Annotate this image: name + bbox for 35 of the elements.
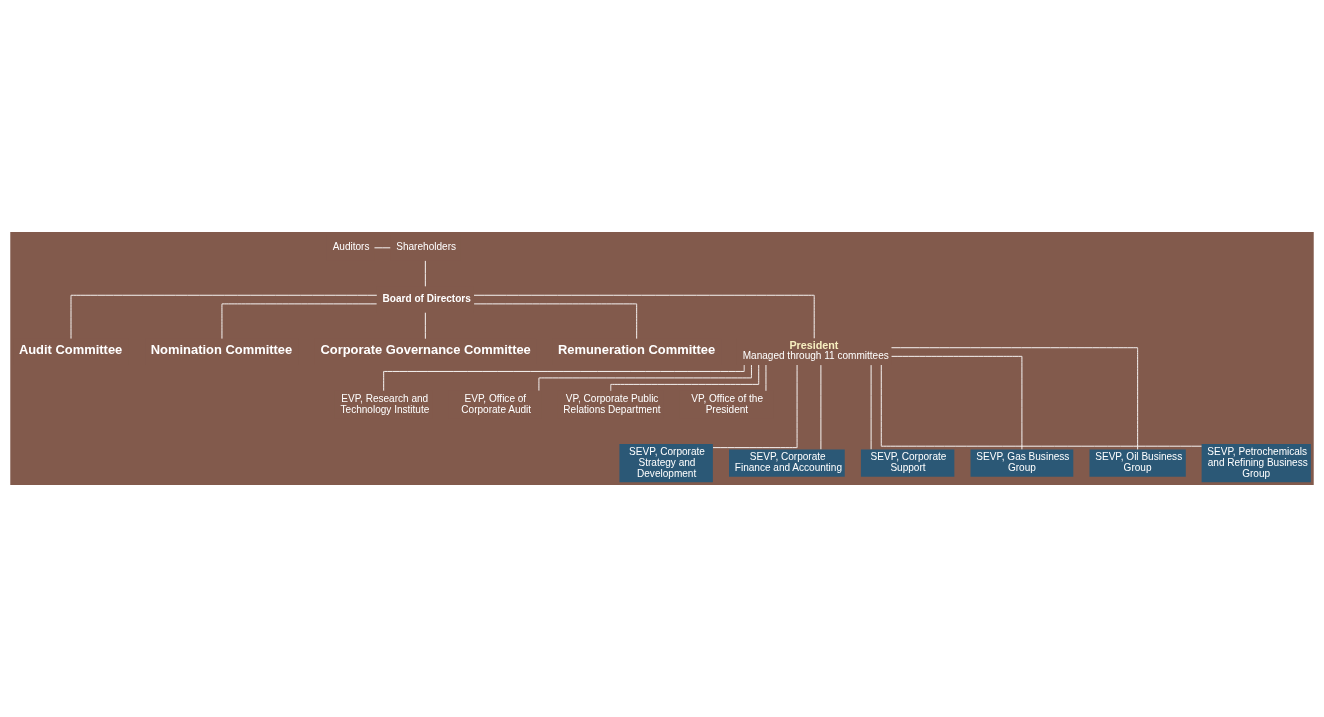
node-box: SEVP, Corporate Strategy and Development xyxy=(619,444,713,483)
connector xyxy=(870,364,872,450)
node-text: Corporate Governance Committee xyxy=(320,342,531,358)
node-text: Nomination Committee xyxy=(150,342,293,358)
connector xyxy=(473,303,638,340)
connector xyxy=(765,364,767,392)
connector xyxy=(712,364,798,449)
connector xyxy=(473,294,815,339)
connector xyxy=(424,312,426,340)
connector xyxy=(70,294,378,340)
connector xyxy=(891,347,1139,450)
node-text: Shareholders xyxy=(396,241,457,253)
node-text: Board of Directors xyxy=(382,292,471,304)
connector xyxy=(424,260,426,287)
connector xyxy=(880,364,1202,447)
node-text: President Managed through 11 committees xyxy=(742,339,889,362)
node-text: EVP, Office of Corporate Audit xyxy=(461,392,532,415)
node-box: SEVP, Gas Business Group xyxy=(970,449,1074,477)
node-text: Remuneration Committee xyxy=(557,342,716,358)
node-text: Auditors xyxy=(332,241,370,253)
connector xyxy=(221,303,378,340)
node-box: SEVP, Corporate Support xyxy=(860,449,955,477)
node-text: Audit Committee xyxy=(18,342,123,358)
connector xyxy=(891,355,1023,450)
node-box: SEVP, Petrochemicals and Refining Business Group xyxy=(1201,444,1311,483)
node-box: SEVP, Oil Business Group xyxy=(1089,449,1186,477)
node-box: SEVP, Corporate Finance and Accounting xyxy=(729,449,845,477)
connector xyxy=(374,247,391,249)
node-text: VP, Corporate Public Relations Department xyxy=(563,392,661,415)
connector xyxy=(610,364,760,392)
connector xyxy=(820,364,822,450)
node-text: EVP, Research and Technology Institute xyxy=(340,392,430,415)
connector xyxy=(538,364,752,392)
node-text: VP, Office of the President xyxy=(691,392,763,415)
connector xyxy=(383,364,745,392)
